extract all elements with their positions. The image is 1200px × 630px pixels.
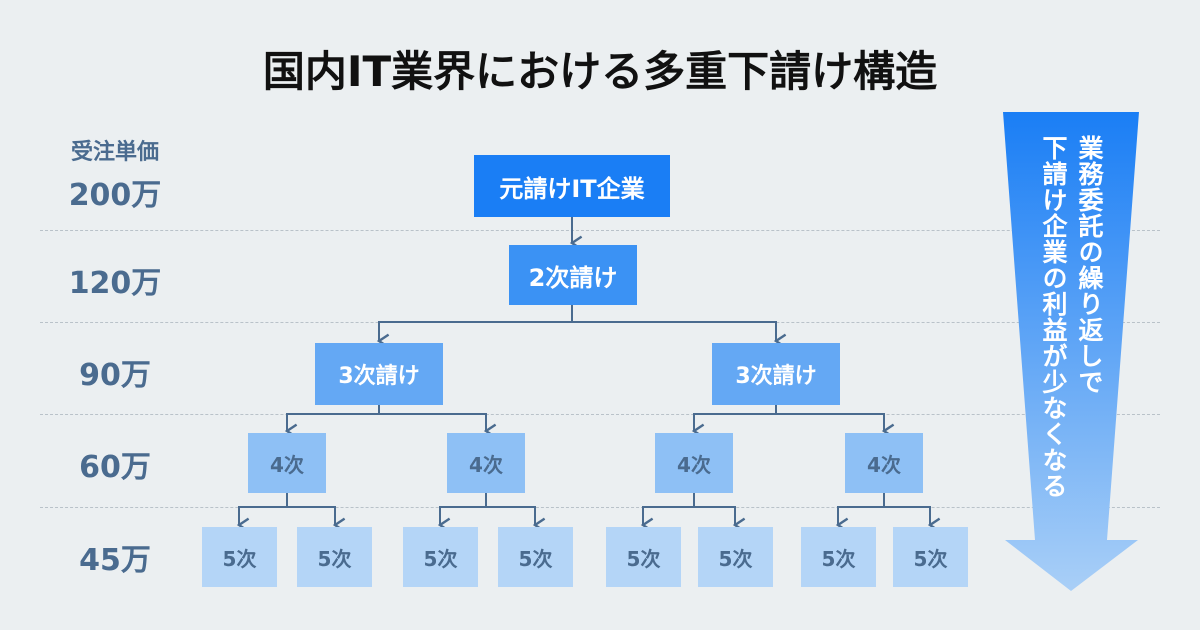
tier5-box: 5次 xyxy=(893,527,968,587)
arrow-text-line1: 業務委託の繰り返しで xyxy=(1075,135,1104,395)
tier5-box: 5次 xyxy=(297,527,372,587)
tier5-box: 5次 xyxy=(403,527,478,587)
divider xyxy=(40,230,1160,231)
tier4-box: 4次 xyxy=(447,433,525,493)
page-title: 国内IT業界における多重下請け構造 xyxy=(262,47,938,96)
tier5-box: 5次 xyxy=(606,527,681,587)
tier4-box: 4次 xyxy=(845,433,923,493)
tier5-box: 5次 xyxy=(202,527,277,587)
tier5-box: 5次 xyxy=(498,527,573,587)
tier1-box: 元請けIT企業 xyxy=(474,155,670,217)
price-level-45: 45万 xyxy=(79,543,151,578)
price-level-60: 60万 xyxy=(79,450,151,485)
price-level-200: 200万 xyxy=(68,178,162,213)
tier4-box: 4次 xyxy=(655,433,733,493)
tier3-box: 3次請け xyxy=(315,343,443,405)
price-level-120: 120万 xyxy=(68,266,162,301)
price-level-90: 90万 xyxy=(79,358,151,393)
price-axis-header: 受注単価 xyxy=(70,140,159,165)
divider xyxy=(40,507,1160,508)
divider xyxy=(40,414,1160,415)
tier3-box: 3次請け xyxy=(712,343,840,405)
tier2-box: 2次請け xyxy=(509,245,637,305)
arrow-text-line2: 下請け企業の利益が少なくなる xyxy=(1039,135,1068,499)
tier4-box: 4次 xyxy=(248,433,326,493)
tier5-box: 5次 xyxy=(698,527,773,587)
tier5-box: 5次 xyxy=(801,527,876,587)
